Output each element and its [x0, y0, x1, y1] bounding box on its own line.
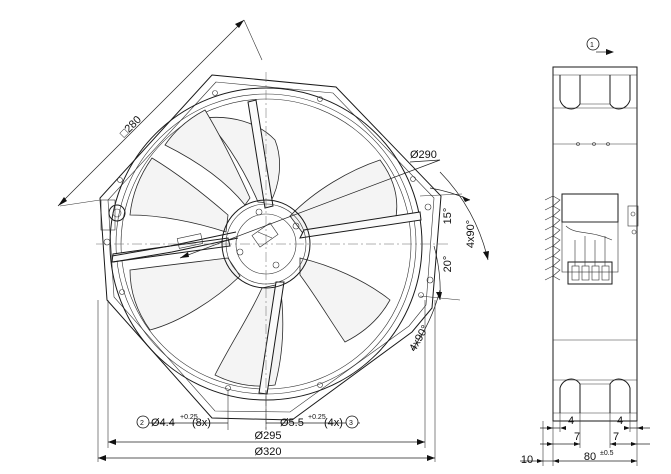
label-angle-4x90-b: 4x90° [407, 323, 432, 353]
housing-inner-outline [107, 81, 435, 413]
flow-arrow-head [606, 49, 614, 55]
label-square-280: □280 [118, 114, 144, 140]
dim-dia-290 [179, 159, 441, 259]
label-dia-290: Ø290 [410, 149, 437, 161]
label-angle-15: 15° [442, 208, 454, 225]
hole-callouts [136, 390, 360, 430]
hole-b-main: Ø5.5 [280, 417, 304, 429]
label-dim-7-right: 7 [613, 431, 619, 443]
cable [111, 231, 239, 263]
front-view: □280 Ø290 15° 4x90° 20° 4x90° [57, 19, 489, 462]
label-dim-4-left: 4 [568, 415, 574, 427]
label-angle-4x90-a: 4x90° [465, 220, 477, 248]
label-dim-80-tol: ±0.5 [600, 450, 614, 457]
flow-ref-circle [586, 37, 600, 51]
dim-dia-295-320 [97, 300, 436, 462]
dim-square-280 [57, 19, 263, 207]
label-dia-295: Ø295 [255, 430, 282, 442]
hole-a-qty: (8x) [192, 417, 211, 429]
side-dimensions [520, 413, 650, 466]
label-angle-20: 20° [442, 256, 454, 273]
flow-ref-label: 1 [590, 42, 594, 49]
hole-a-tol: +0.25 [180, 414, 198, 421]
side-motor [544, 193, 639, 285]
label-dim-10: 10 [521, 454, 533, 466]
side-view: 1 [520, 37, 650, 466]
hole-a-ref: 2 [140, 420, 144, 427]
hole-b-qty: (4x) [324, 417, 343, 429]
label-dim-4-right: 4 [617, 415, 623, 427]
housing-outline [99, 74, 442, 421]
side-housing [552, 66, 638, 422]
label-dim-7-left: 7 [574, 431, 580, 443]
hole-a-main: Ø4.4 [151, 417, 175, 429]
hole-b-tol: +0.25 [308, 414, 326, 421]
label-dim-80: 80 [584, 451, 596, 463]
label-dia-320: Ø320 [255, 446, 282, 458]
angle-arcs [411, 171, 489, 351]
hole-b-ref: 3 [349, 420, 353, 427]
mounting-bosses [100, 199, 434, 284]
